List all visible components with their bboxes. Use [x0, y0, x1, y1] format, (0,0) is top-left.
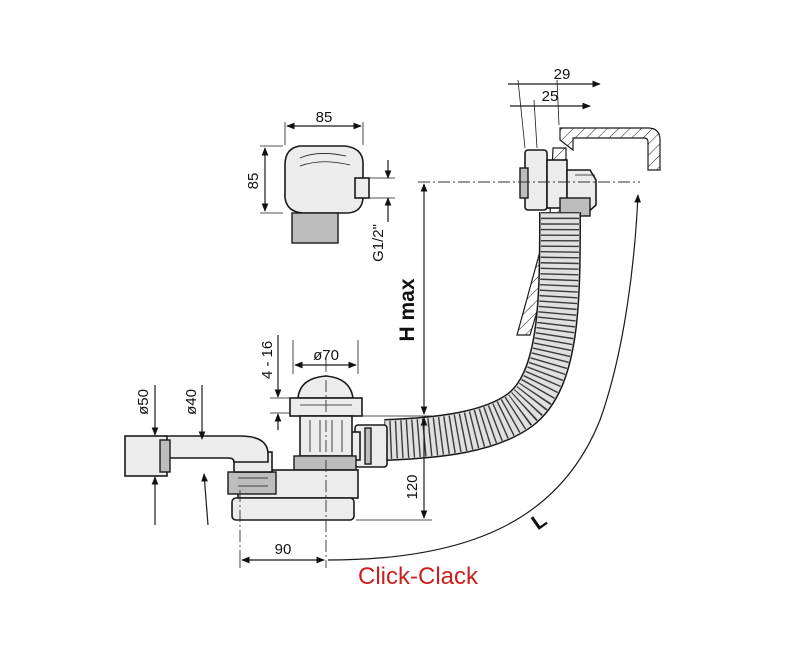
click-clack-plug: [297, 375, 354, 399]
overflow-cover-nut: [354, 177, 370, 199]
outlet-elbow: [164, 435, 269, 463]
box-height-label: 85: [245, 173, 262, 190]
body-height-label: 120: [404, 474, 421, 499]
offset-label: 90: [275, 541, 292, 558]
plug-travel-label: 4 - 16: [259, 341, 276, 379]
hose-ribs: [384, 211, 579, 459]
overflow-cover-body: [284, 145, 364, 214]
length-arc: [327, 194, 642, 561]
caption-click-clack: Click-Clack: [358, 563, 479, 590]
overflow-depth-outer-label: 29: [554, 66, 571, 83]
trap-bottom: [231, 497, 355, 521]
plug-diameter-label: ø70: [313, 347, 339, 364]
outlet-inner-diameter-label: ø40: [183, 389, 200, 415]
waste-assembly: [124, 181, 640, 560]
flexible-hose: [384, 211, 581, 461]
length-label: L: [527, 508, 551, 534]
outlet-outer-diameter-label: ø50: [135, 389, 152, 415]
overflow-head: 29 25: [508, 66, 601, 217]
overflow-cover-detail: 85 85 G1/2": [245, 109, 395, 262]
overflow-depth-inner-label: 25: [542, 88, 559, 105]
height-max-label: H max: [396, 278, 419, 341]
thread-label: G1/2": [370, 224, 387, 262]
waste-dimensions: ø70 4 - 16 ø50 ø40 120 H max 90 L: [135, 183, 642, 568]
overflow-cover-thread: [291, 212, 339, 244]
bath-rim: [559, 127, 661, 171]
box-width-label: 85: [316, 109, 333, 126]
